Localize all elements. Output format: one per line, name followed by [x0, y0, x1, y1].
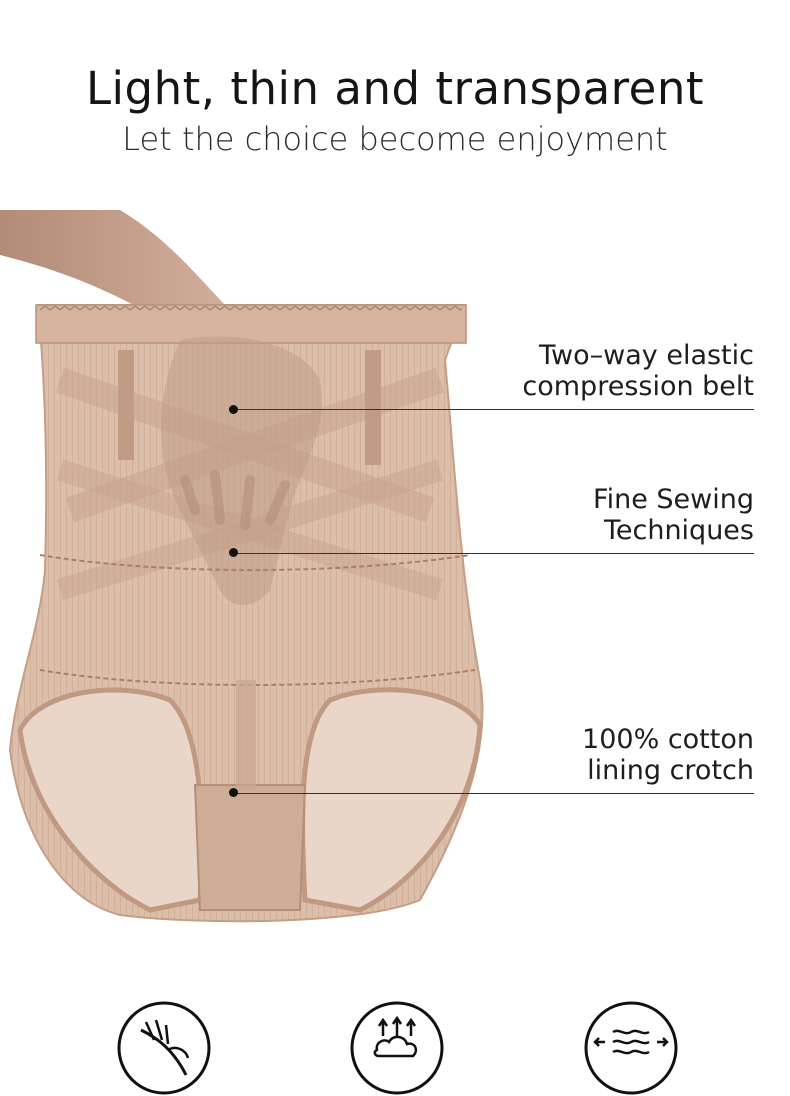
callout-line2: compression belt [522, 371, 754, 402]
crotch-panel [193, 784, 307, 911]
leader-dot [229, 548, 238, 557]
callout-line2: Techniques [603, 515, 754, 546]
stretch-icon [584, 1001, 678, 1095]
leader-line [234, 553, 754, 554]
page-title: Light, thin and transparent [85, 62, 705, 115]
page-subtitle: Let the choice become enjoyment [122, 120, 668, 158]
callout-line1: Two–way elastic [539, 340, 754, 371]
leg-opening-left [17, 687, 205, 913]
leg-opening-right [300, 687, 483, 913]
callout-line1: 100% cotton [582, 724, 754, 755]
feather-icon [117, 1001, 211, 1095]
callout-line2: lining crotch [587, 755, 754, 786]
callout-line1: Fine Sewing [593, 484, 754, 515]
breathable-icon [350, 1001, 444, 1095]
product-image [0, 210, 484, 923]
leader-dot [229, 405, 238, 414]
leader-dot [229, 788, 238, 797]
hand [161, 336, 323, 605]
leader-line [234, 793, 754, 794]
arm [0, 210, 230, 320]
leader-line [234, 409, 754, 410]
